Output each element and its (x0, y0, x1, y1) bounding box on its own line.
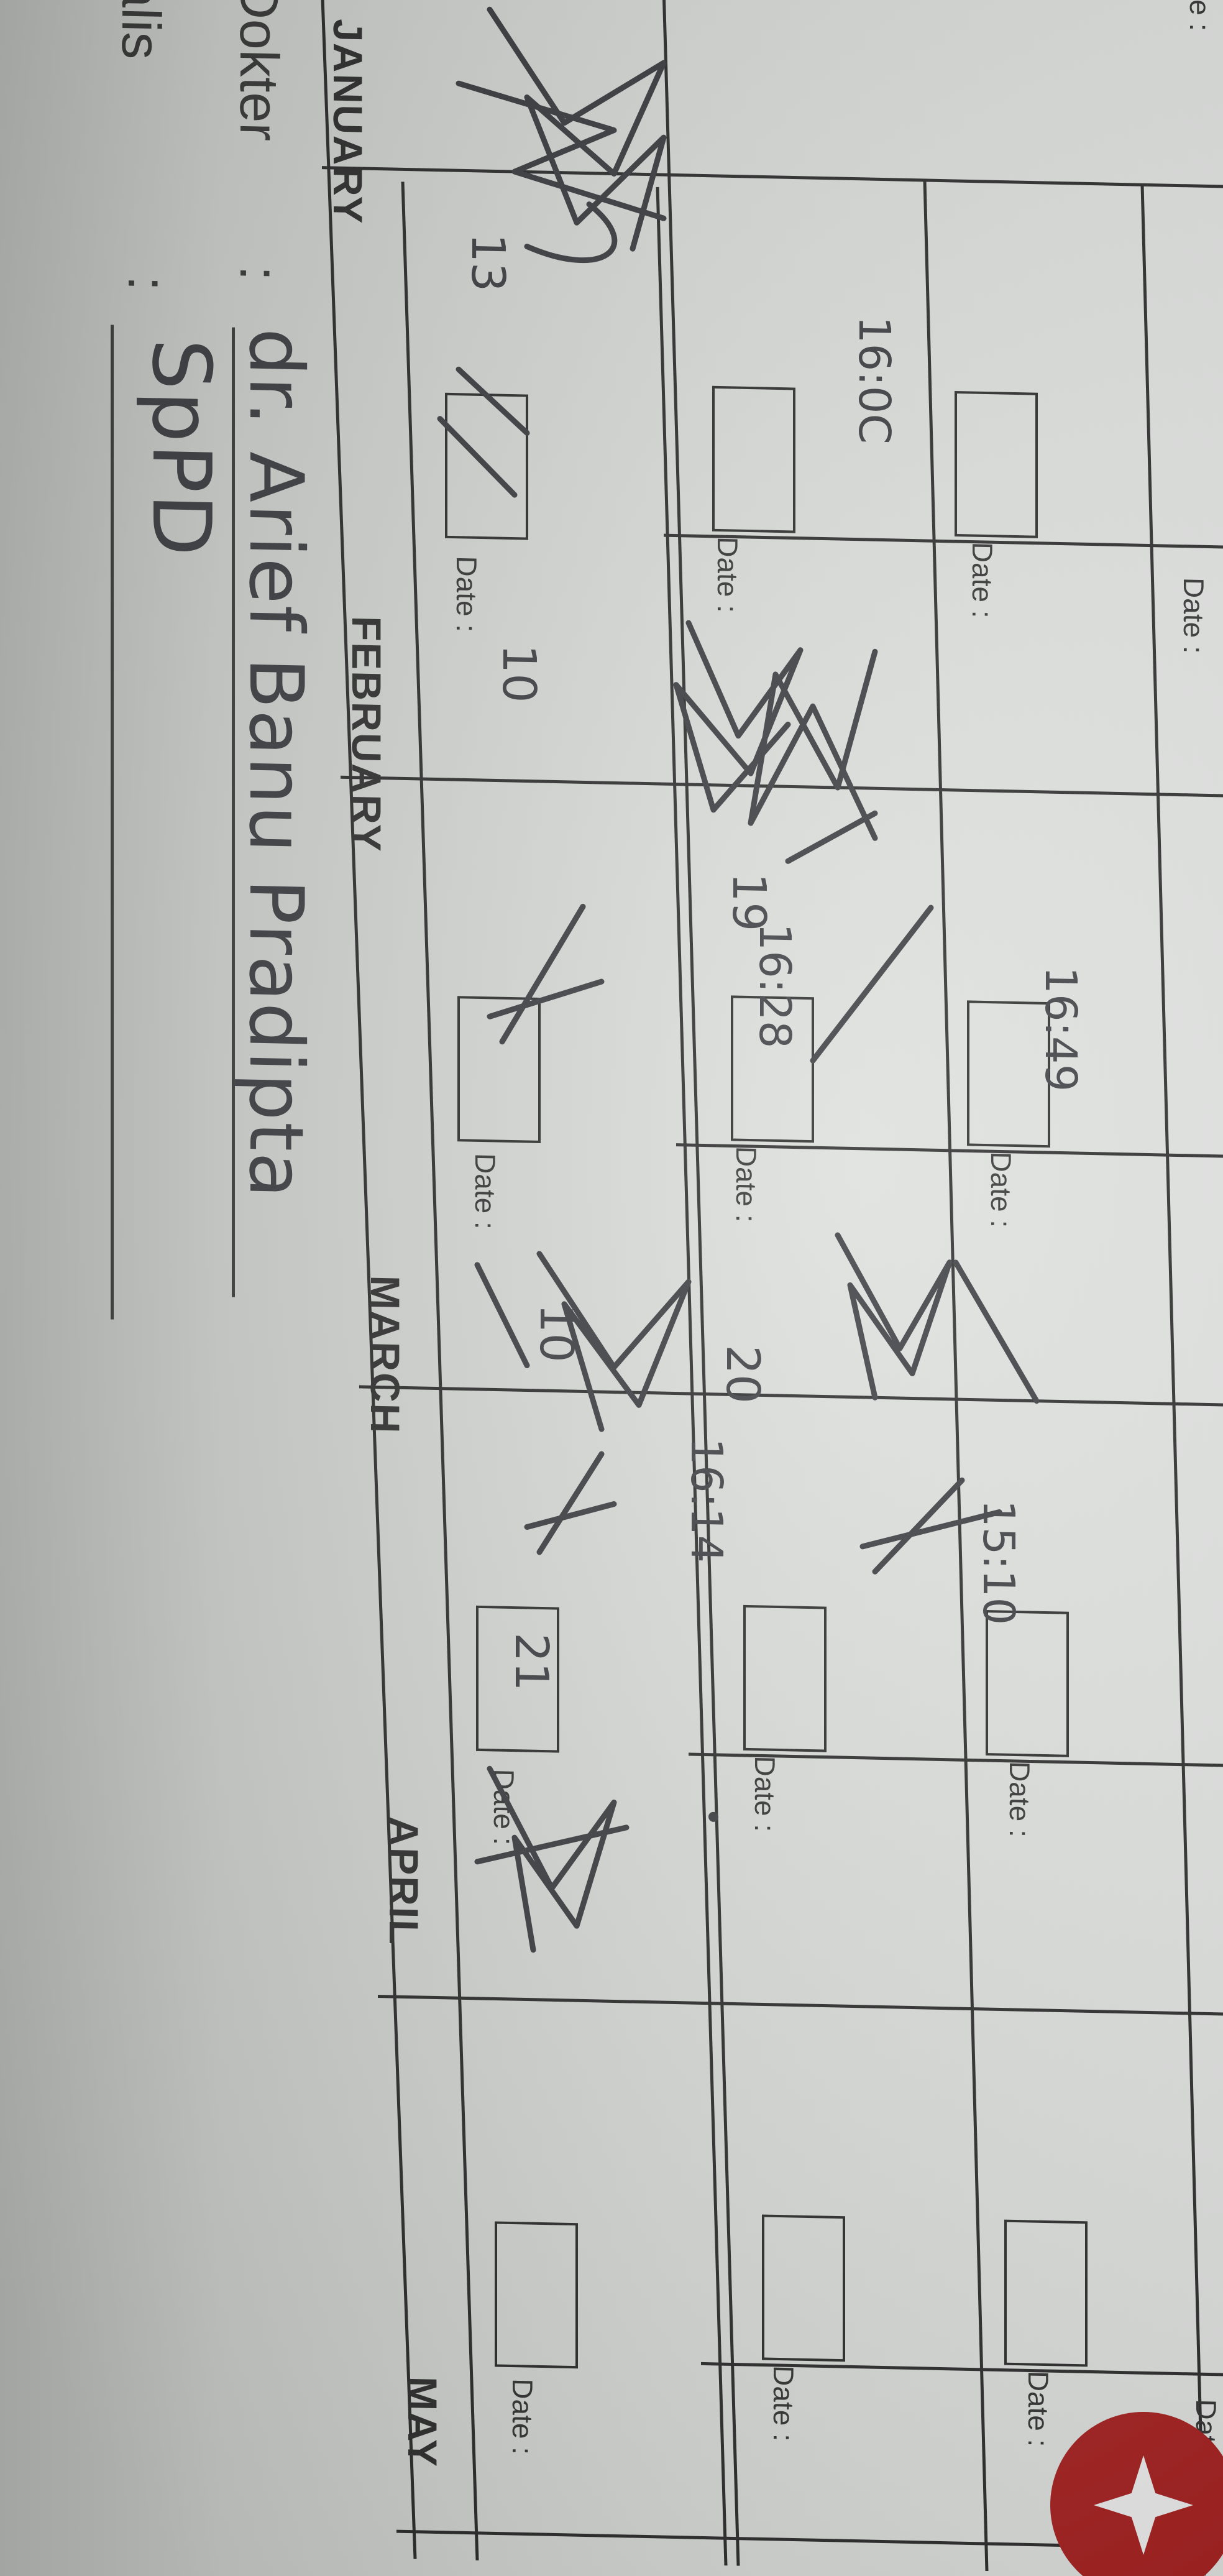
hospital-logo (1050, 2412, 1223, 2576)
